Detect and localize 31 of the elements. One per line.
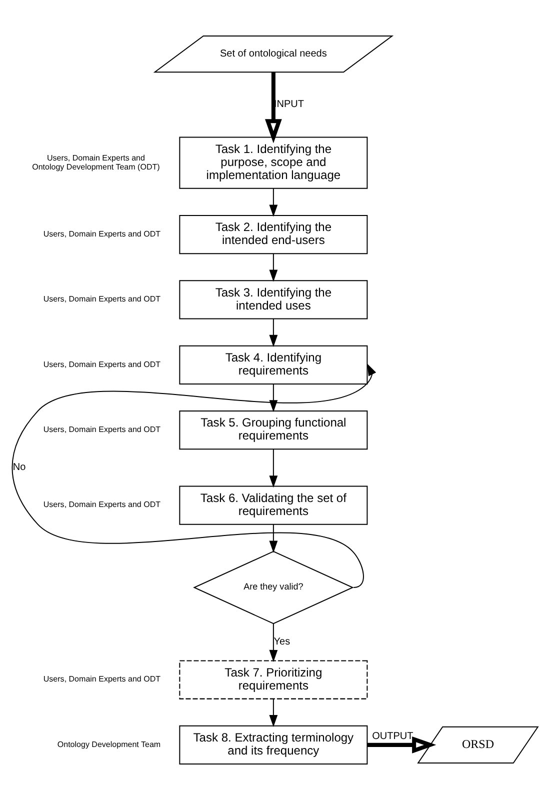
node-box: Task 5. Grouping functional requirements — [179, 410, 368, 450]
edge-label: OUTPUT — [372, 730, 414, 742]
node-label: Users, Domain Experts and ODT — [43, 674, 161, 684]
arrow — [367, 736, 436, 754]
node-box: Task 4. Identifying requirements — [179, 345, 368, 384]
node-label: Ontology Development Team — [57, 740, 161, 749]
arrow — [12, 364, 376, 588]
node-box: Task 2. Identifying the intended end-users — [179, 215, 368, 254]
edge-label: No — [12, 462, 26, 474]
node-diamond: Are they valid? — [193, 550, 354, 624]
node-box: Task 1. Identifying the purpose, scope and implementation language — [179, 136, 368, 189]
arrow — [269, 449, 278, 488]
arrow — [269, 699, 278, 727]
arrow — [269, 624, 278, 662]
node-box: Task 7. Prioritizing requirements — [179, 660, 368, 700]
arrow — [269, 254, 278, 282]
arrow — [269, 384, 278, 412]
node-label: Users, Domain Experts and ODT — [43, 424, 161, 434]
node-label: Users, Domain Experts and ODT — [43, 500, 161, 510]
edge-label: Yes — [274, 636, 290, 648]
node-label: Users, Domain Experts and ODT — [43, 294, 161, 304]
arrow — [269, 188, 278, 217]
node-label: Users, Domain Experts and ODT — [43, 360, 161, 369]
arrow — [269, 524, 278, 553]
node-box: Task 8. Extracting terminology and its frequency — [179, 725, 368, 764]
node-label: Users, Domain Experts and Ontology Development Team (ODT) — [32, 153, 160, 172]
arrow — [269, 319, 278, 347]
node-box: Task 6. Validating the set of requirements — [179, 486, 368, 525]
node-label: Users, Domain Experts and ODT — [43, 229, 161, 238]
arrow — [265, 72, 282, 144]
node-box: Task 3. Identifying the intended uses — [179, 280, 368, 320]
